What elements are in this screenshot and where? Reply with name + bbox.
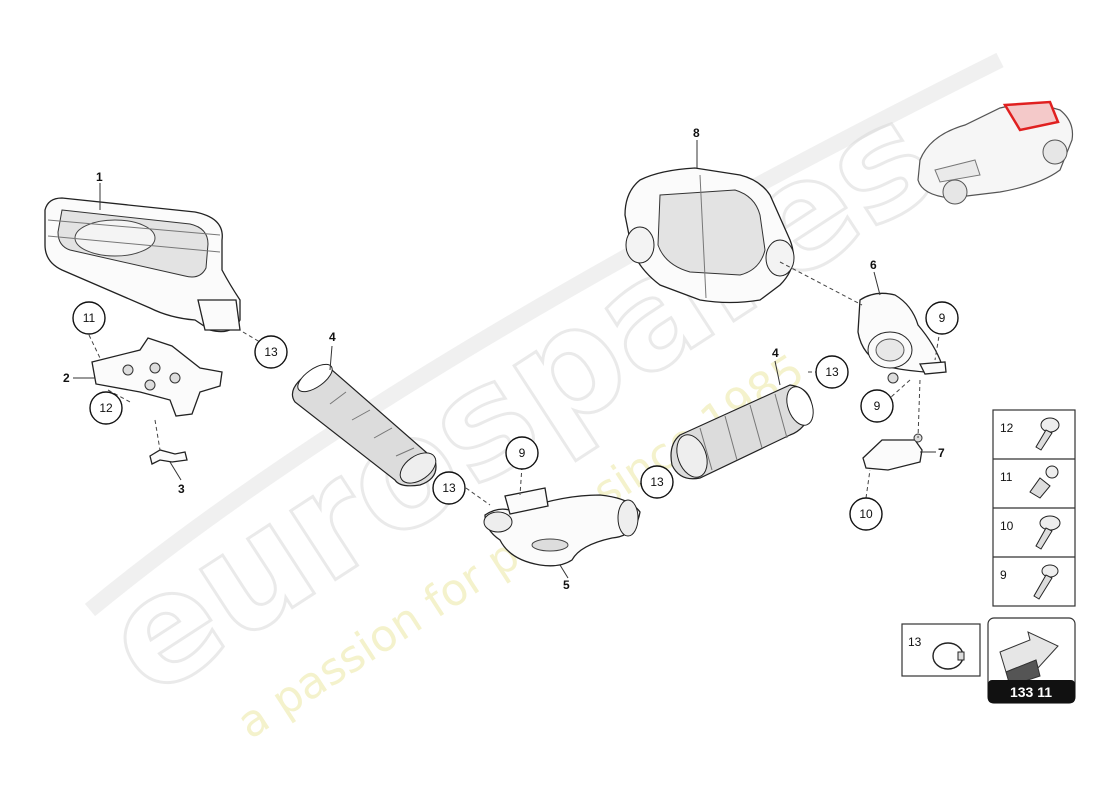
air-filter-box[interactable] <box>624 167 795 304</box>
mounting-bracket[interactable] <box>862 433 923 471</box>
callout-2: 2 <box>63 371 70 385</box>
callout-1: 1 <box>96 170 103 184</box>
callout-9-c: 9 <box>874 399 881 413</box>
callout-13-a: 13 <box>264 345 278 359</box>
legend-number-10: 10 <box>1000 519 1014 533</box>
legend-number-11: 11 <box>1000 470 1013 484</box>
circled-callout-9c: 9 <box>860 389 894 423</box>
callout-12: 12 <box>99 401 113 415</box>
circled-callout-9b: 9 <box>925 301 959 335</box>
fastener-legend: 12 11 10 9 <box>992 409 1076 607</box>
legend-number-9: 9 <box>1000 568 1007 582</box>
callout-4-left: 4 <box>329 330 336 344</box>
flange-screw-icon <box>1035 515 1061 550</box>
callout-13-b: 13 <box>442 481 456 495</box>
callout-4-right: 4 <box>772 346 779 360</box>
circled-callout-11: 11 <box>72 301 106 335</box>
callout-3: 3 <box>178 482 185 496</box>
intake-elbow[interactable] <box>857 292 947 384</box>
callout-9-a: 9 <box>519 446 526 460</box>
legend-number-13: 13 <box>908 635 922 649</box>
callout-9-b: 9 <box>939 311 946 325</box>
legend-number-12: 12 <box>1000 421 1014 435</box>
watermark-brand: eurospares <box>75 68 965 730</box>
callout-13-d: 13 <box>825 365 839 379</box>
hose-clamp-icon <box>932 642 965 670</box>
circled-callout-13c: 13 <box>640 465 674 499</box>
callout-11: 11 <box>83 311 96 325</box>
circled-callout-13b: 13 <box>432 471 466 505</box>
callout-10: 10 <box>859 507 873 521</box>
callout-5: 5 <box>563 578 570 592</box>
bracket[interactable] <box>91 337 223 417</box>
circled-callout-13a: 13 <box>254 335 288 369</box>
stud-bolt-icon <box>1029 465 1059 499</box>
bolt-flange-icon <box>1035 417 1060 451</box>
circled-callout-12: 12 <box>89 391 123 425</box>
diagram-number: 133 11 <box>1010 684 1052 700</box>
elbow-duct[interactable] <box>483 487 641 567</box>
corrugated-hose-right[interactable] <box>670 383 818 481</box>
retaining-clip[interactable] <box>149 449 188 465</box>
callout-8: 8 <box>693 126 700 140</box>
corrugated-hose-left[interactable] <box>291 359 441 489</box>
clamp-legend: 13 <box>901 623 981 677</box>
section-arrow-icon <box>999 631 1059 687</box>
circled-callout-13d: 13 <box>815 355 849 389</box>
callout-6: 6 <box>870 258 877 272</box>
diagram-reference: 133 11 <box>987 617 1076 704</box>
callout-13-c: 13 <box>650 475 664 489</box>
callout-7: 7 <box>938 446 945 460</box>
air-intake-housing[interactable] <box>44 197 241 333</box>
screw-icon <box>1033 564 1059 600</box>
circled-callout-9a: 9 <box>505 436 539 470</box>
vehicle-location-thumbnail <box>917 100 1074 205</box>
circled-callout-10: 10 <box>849 497 883 531</box>
